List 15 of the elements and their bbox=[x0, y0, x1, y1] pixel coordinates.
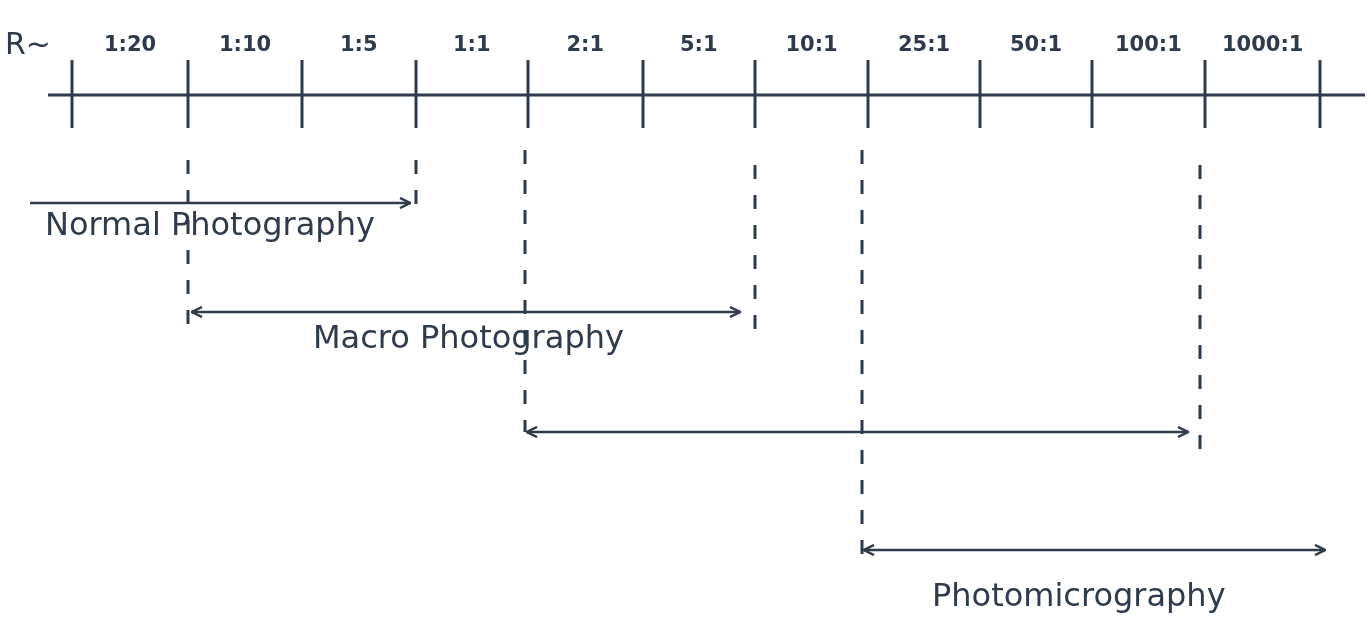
scale-ratio-label: 5:1 bbox=[680, 32, 718, 56]
scale-ratio-label: 50:1 bbox=[1010, 32, 1063, 56]
range-label: Macro Photography bbox=[313, 318, 624, 356]
scale-ratio-label: 100:1 bbox=[1115, 32, 1182, 56]
scale-ratio-label: 1000:1 bbox=[1222, 32, 1304, 56]
range-label: Photomicrography bbox=[932, 576, 1226, 614]
scale-ratio-label: 25:1 bbox=[898, 32, 951, 56]
scale-ratio-label: 1:10 bbox=[219, 32, 272, 56]
range-label: Normal Photography bbox=[45, 205, 375, 243]
scale-ratio-label: 2:1 bbox=[566, 32, 605, 56]
scale-ratio-label: 10:1 bbox=[785, 32, 838, 56]
scale-ratio-label: 1:1 bbox=[453, 32, 491, 56]
scale-ratio-label: 1:20 bbox=[104, 32, 157, 56]
scale-symbol: R~ bbox=[5, 26, 51, 61]
scale-ratio-label: 1:5 bbox=[340, 32, 378, 56]
